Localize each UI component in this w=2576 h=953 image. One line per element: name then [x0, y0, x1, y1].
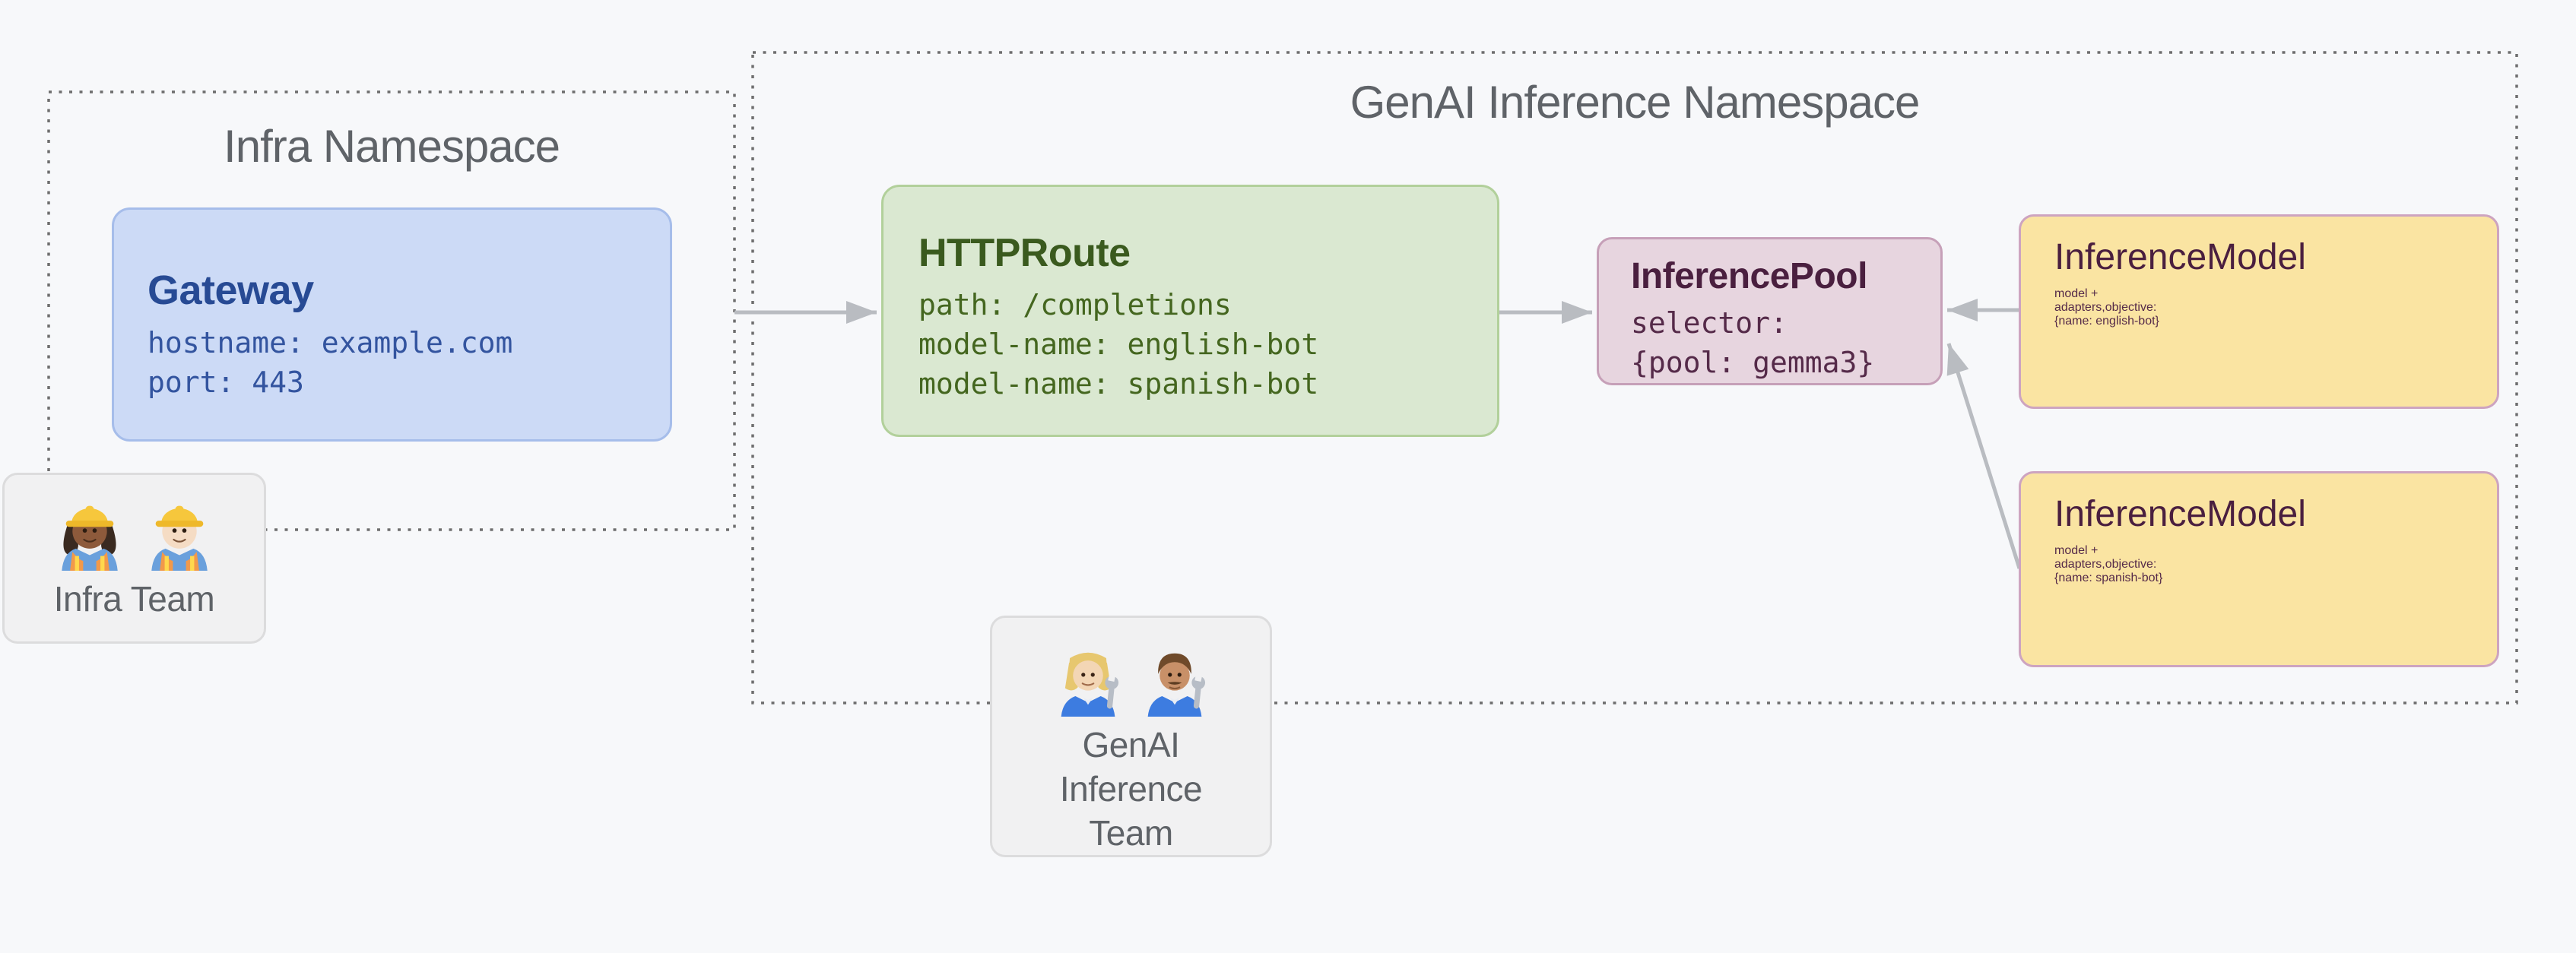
- inferencemodel-english-line-2: adapters,objective:: [2054, 301, 2157, 314]
- inferencepool-selector-line: selector:: [1631, 306, 1788, 340]
- httproute-model-english-line: model-name: english-bot: [918, 327, 1319, 361]
- inferencemodel-spanish-title: InferenceModel: [2054, 494, 2306, 534]
- inferencemodel-spanish-line-3: {name: spanish-bot}: [2054, 571, 2163, 584]
- infra-team-card: Infra Team: [2, 473, 266, 644]
- genai-team-label-line-3: Team: [1089, 813, 1173, 853]
- gateway-title: Gateway: [148, 268, 314, 313]
- httproute-path-line: path: /completions: [918, 287, 1232, 321]
- mechanic-man-emoji: [1147, 653, 1205, 717]
- inferencemodel-english-line-3: {name: english-bot}: [2054, 315, 2159, 328]
- mechanic-woman-emoji: [1061, 652, 1118, 717]
- inferencepool-node: InferencePool selector: {pool: gemma3}: [1597, 237, 1943, 385]
- httproute-title: HTTPRoute: [918, 231, 1131, 275]
- construction-worker-man-emoji: [151, 505, 208, 571]
- httproute-model-spanish-line: model-name: spanish-bot: [918, 366, 1319, 401]
- infra-team-emojis: [49, 489, 220, 571]
- infra-team-label: Infra Team: [53, 579, 215, 619]
- infra-namespace-title: Infra Namespace: [224, 121, 560, 172]
- wrench-icon: [1104, 674, 1118, 709]
- construction-worker-woman-emoji: [61, 505, 118, 571]
- inferencemodel-spanish-node: InferenceModel model + adapters,objectiv…: [2019, 471, 2499, 667]
- arrow-inferencemodel-spanish-to-inferencepool: [1946, 343, 2022, 569]
- genai-namespace-title: GenAI Inference Namespace: [1350, 77, 1921, 128]
- inferencemodel-spanish-line-1: model +: [2054, 544, 2099, 557]
- genai-team-card: GenAI Inference Team: [990, 616, 1272, 857]
- inferencemodel-english-title: InferenceModel: [2054, 237, 2306, 277]
- inferencemodel-spanish-line-2: adapters,objective:: [2054, 558, 2157, 571]
- genai-namespace-border: [751, 51, 2518, 704]
- wrench-icon: [1191, 674, 1205, 709]
- inferencemodel-english-line-1: model +: [2054, 287, 2099, 300]
- genai-team-emojis: [1048, 638, 1214, 717]
- genai-team-label-line-1: GenAI: [1082, 725, 1180, 765]
- inferencepool-pool-line: {pool: gemma3}: [1631, 346, 1875, 380]
- httproute-node: HTTPRoute path: /completions model-name:…: [881, 185, 1499, 437]
- gateway-hostname-line: hostname: example.com: [148, 325, 513, 359]
- gateway-port-line: port: 443: [148, 365, 304, 399]
- inferencepool-title: InferencePool: [1631, 256, 1867, 296]
- genai-team-label-line-2: Inference: [1059, 769, 1203, 809]
- inferencemodel-english-node: InferenceModel model + adapters,objectiv…: [2019, 214, 2499, 409]
- gateway-node: Gateway hostname: example.com port: 443: [112, 207, 672, 442]
